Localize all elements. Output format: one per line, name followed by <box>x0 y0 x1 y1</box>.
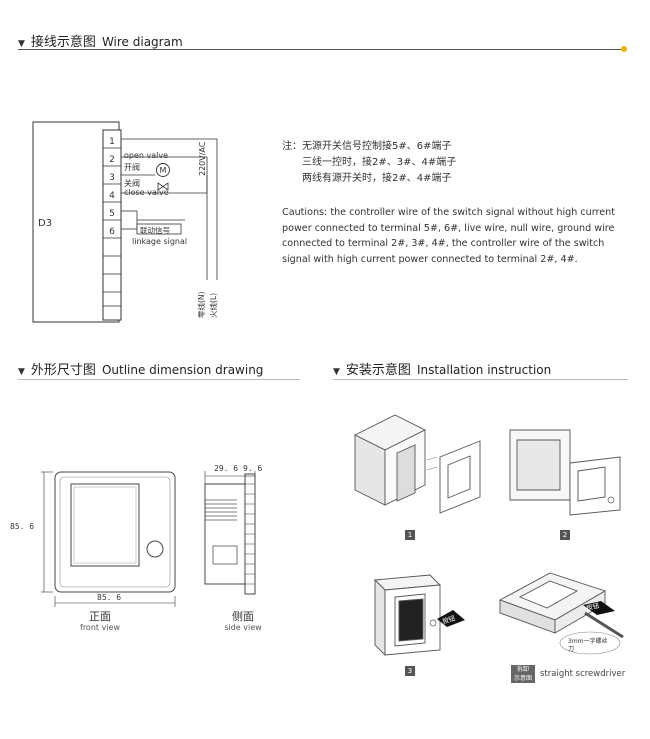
caution-text: Cautions: the controller wire of the swi… <box>282 207 616 265</box>
terminal-number: 4 <box>109 191 115 201</box>
valve-icon <box>157 182 169 191</box>
note-line-3: 两线有源开关时，接2#、4#端子 <box>302 173 452 184</box>
side-view-cn-caption: 侧面 <box>232 610 254 623</box>
wire-diagram: M <box>32 121 218 323</box>
height-dimension: 85. 6 <box>10 522 35 531</box>
terminal-number: 6 <box>109 227 115 237</box>
neutral-label: 零线(N) <box>197 291 206 318</box>
open-valve-cn-label: 开阀 <box>124 163 140 172</box>
terminal-number: 2 <box>109 155 115 165</box>
front-view-cn-caption: 正面 <box>89 610 111 623</box>
accent-dot-icon <box>621 46 627 52</box>
section-rule-install <box>333 379 628 380</box>
screwdriver-label: straight screwdriver <box>540 669 626 679</box>
close-valve-label: close valve <box>124 188 169 197</box>
motor-symbol: M <box>160 166 167 175</box>
section-rule-outline <box>18 379 300 380</box>
step-number-3: 3 <box>405 666 415 676</box>
terminal-number: 1 <box>109 137 115 147</box>
device-label: D3 <box>38 218 53 229</box>
triangle-icon: ▼ <box>18 39 25 49</box>
button-icon <box>146 540 164 558</box>
depth-dimension: 29. 6 <box>214 464 239 473</box>
note-line-1: 注：无源开关信号控制接5#、6#端子 <box>282 141 452 152</box>
voltage-label: 220V/AC <box>198 141 207 176</box>
close-valve-cn-label: 关阀 <box>124 179 140 188</box>
installation-drawing <box>353 414 624 657</box>
front-view-caption: front view <box>80 623 120 632</box>
step-number-2: 2 <box>560 530 570 540</box>
side-view-caption: side view <box>224 623 262 632</box>
triangle-icon: ▼ <box>18 367 25 377</box>
terminal-number: 3 <box>109 173 115 183</box>
width-dimension: 85. 6 <box>97 593 122 602</box>
tool-note: 3mm一字螺丝刀 <box>568 638 608 653</box>
front-depth-dimension: 9. 6 <box>243 464 263 473</box>
terminal-number: 5 <box>109 209 115 219</box>
linkage-cn-label: 联动信号 <box>140 226 170 235</box>
open-valve-label: open valve <box>124 151 169 160</box>
step-number-1: 1 <box>405 530 415 540</box>
live-label: 火线(L) <box>209 292 218 318</box>
section-rule-wire <box>18 49 623 50</box>
terminal-numbers: 1 2 3 4 5 6 <box>107 133 117 241</box>
outline-drawing <box>41 471 256 607</box>
triangle-icon: ▼ <box>333 367 340 377</box>
remove-diagram-badge: 拆卸 示意图 <box>511 665 535 683</box>
note-line-2: 三线一控时，接2#、3#、4#端子 <box>302 157 457 168</box>
linkage-label: linkage signal <box>132 237 188 246</box>
